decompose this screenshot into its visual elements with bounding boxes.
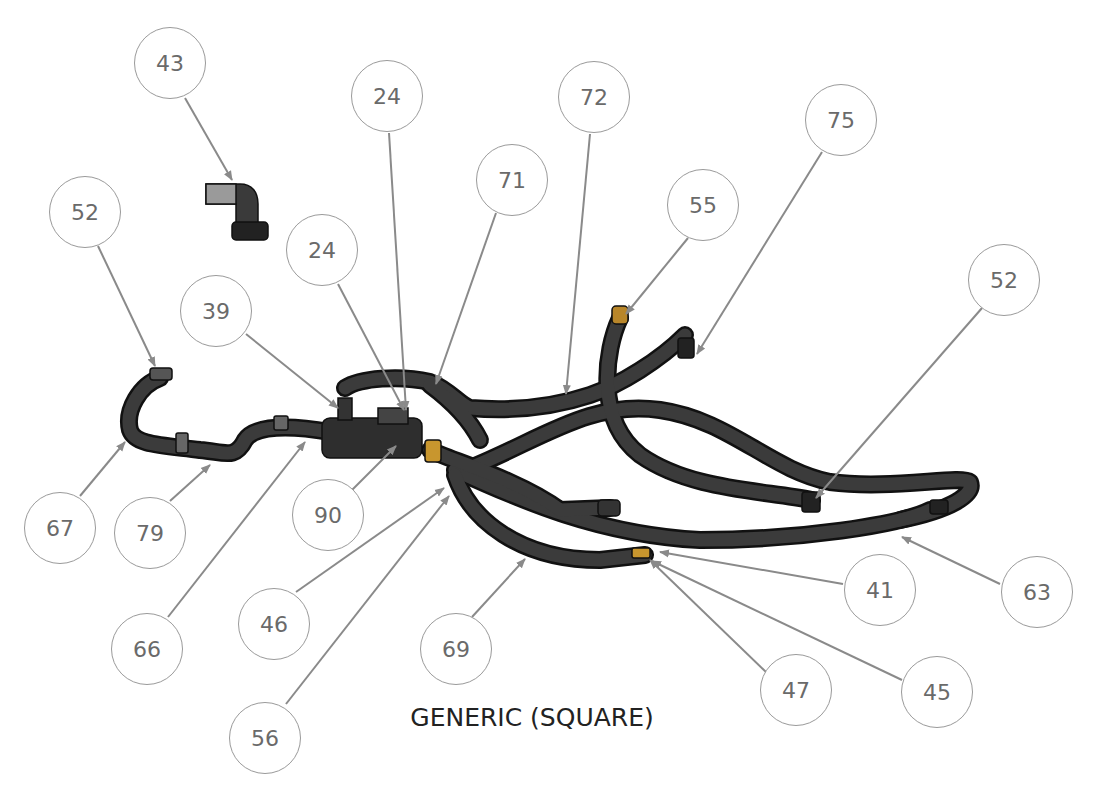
callout-circle: 72 <box>558 61 630 133</box>
callout-circle: 24 <box>351 60 423 132</box>
callout-circle: 43 <box>134 27 206 99</box>
callout-number: 69 <box>442 637 470 662</box>
callout-number: 52 <box>71 200 99 225</box>
callout-number: 39 <box>202 299 230 324</box>
callout-circle: 47 <box>760 654 832 726</box>
caption: GENERIC (SQUARE) <box>410 703 653 732</box>
callout-number: 56 <box>251 726 279 751</box>
callout-circle: 52 <box>49 176 121 248</box>
callout-number: 79 <box>136 521 164 546</box>
callout-circle: 46 <box>238 588 310 660</box>
callout-number: 24 <box>308 238 336 263</box>
callout-circle: 63 <box>1001 556 1073 628</box>
callout-number: 66 <box>133 637 161 662</box>
callout-circle: 66 <box>111 613 183 685</box>
callout-circle: 45 <box>901 656 973 728</box>
callout-number: 90 <box>314 503 342 528</box>
callout-number: 45 <box>923 680 951 705</box>
callout-circle: 79 <box>114 497 186 569</box>
callout-number: 52 <box>990 268 1018 293</box>
callout-circle: 52 <box>968 244 1040 316</box>
callout-number: 43 <box>156 51 184 76</box>
callout-number: 71 <box>498 168 526 193</box>
callout-circle: 71 <box>476 144 548 216</box>
callout-number: 24 <box>373 84 401 109</box>
callout-circle: 69 <box>420 613 492 685</box>
callout-circle: 90 <box>292 479 364 551</box>
callout-number: 67 <box>46 516 74 541</box>
callout-number: 63 <box>1023 580 1051 605</box>
callout-circle: 24 <box>286 214 358 286</box>
callout-circle: 67 <box>24 492 96 564</box>
callout-number: 46 <box>260 612 288 637</box>
callout-number: 75 <box>827 108 855 133</box>
callout-circle: 75 <box>805 84 877 156</box>
callout-circle: 39 <box>180 275 252 347</box>
callout-circle: 41 <box>844 554 916 626</box>
callout-number: 55 <box>689 193 717 218</box>
callout-circle: 55 <box>667 169 739 241</box>
callout-number: 72 <box>580 85 608 110</box>
callout-circle: 56 <box>229 702 301 774</box>
callout-number: 41 <box>866 578 894 603</box>
callout-number: 47 <box>782 678 810 703</box>
